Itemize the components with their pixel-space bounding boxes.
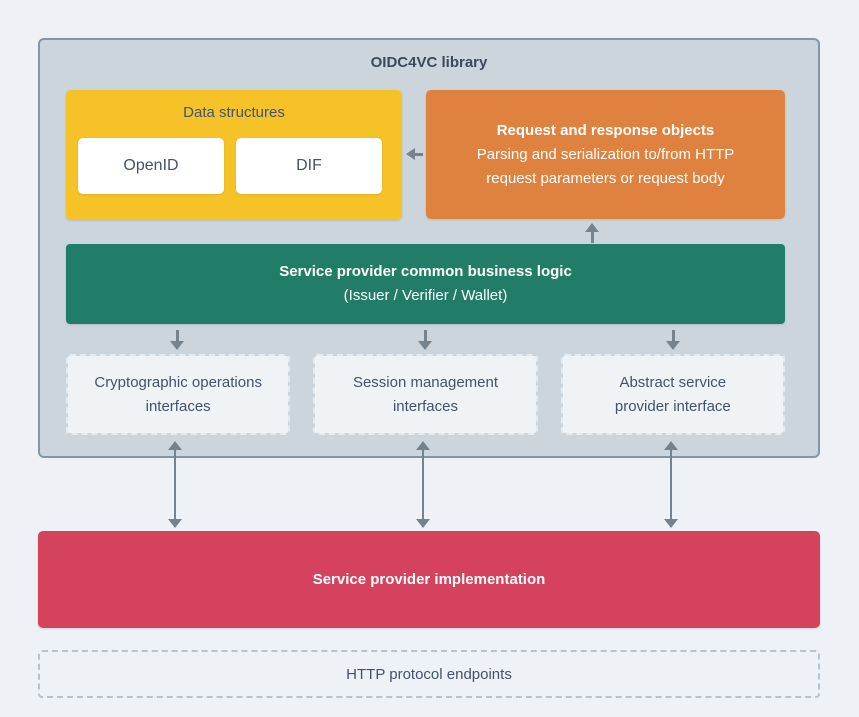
openid-label: OpenID — [123, 157, 179, 174]
data-structures-title: Data structures — [183, 104, 285, 121]
request-response-box: Request and response objects Parsing and… — [426, 90, 785, 219]
endpoints-title: HTTP protocol endpoints — [346, 665, 512, 683]
interface-label: Session management interfaces — [352, 373, 499, 415]
interface-box-session: Session management interfaces — [313, 354, 538, 435]
http-protocol-endpoints-box: HTTP protocol endpoints — [38, 650, 820, 698]
dif-label: DIF — [296, 157, 322, 174]
data-structures-items: OpenID DIF — [78, 138, 382, 194]
library-title: OIDC4VC library — [370, 54, 488, 71]
oidc4vc-library-container: OIDC4VC library Data structures OpenID D… — [38, 38, 820, 458]
interface-label: Cryptographic operations interfaces — [94, 373, 262, 415]
request-response-title: Request and response objects — [496, 121, 715, 139]
service-provider-implementation-box: Service provider implementation — [38, 531, 820, 628]
arrow-up-icon — [584, 223, 600, 243]
double-arrow-icon — [663, 441, 679, 528]
data-structures-box: Data structures OpenID DIF — [66, 90, 402, 220]
arrow-down-icon — [417, 330, 433, 350]
interface-box-cryptographic: Cryptographic operations interfaces — [66, 354, 291, 435]
request-response-subtitle: Parsing and serialization to/from HTTP r… — [476, 145, 735, 187]
double-arrow-icon — [167, 441, 183, 528]
interface-box-abstract: Abstract service provider interface — [560, 354, 785, 435]
implementation-title: Service provider implementation — [312, 571, 546, 588]
business-logic-box: Service provider common business logic (… — [66, 244, 785, 324]
interfaces-row: Cryptographic operations interfaces Sess… — [66, 354, 785, 435]
interface-label: Abstract service provider interface — [614, 373, 731, 415]
arrow-down-icon — [169, 330, 185, 350]
openid-box: OpenID — [78, 138, 224, 194]
double-arrow-icon — [415, 441, 431, 528]
arrow-down-icon — [665, 330, 681, 350]
arrow-left-icon — [406, 147, 423, 161]
business-logic-title: Service provider common business logic — [279, 263, 572, 280]
business-logic-subtitle: (Issuer / Verifier / Wallet) — [343, 287, 508, 304]
dif-box: DIF — [236, 138, 382, 194]
